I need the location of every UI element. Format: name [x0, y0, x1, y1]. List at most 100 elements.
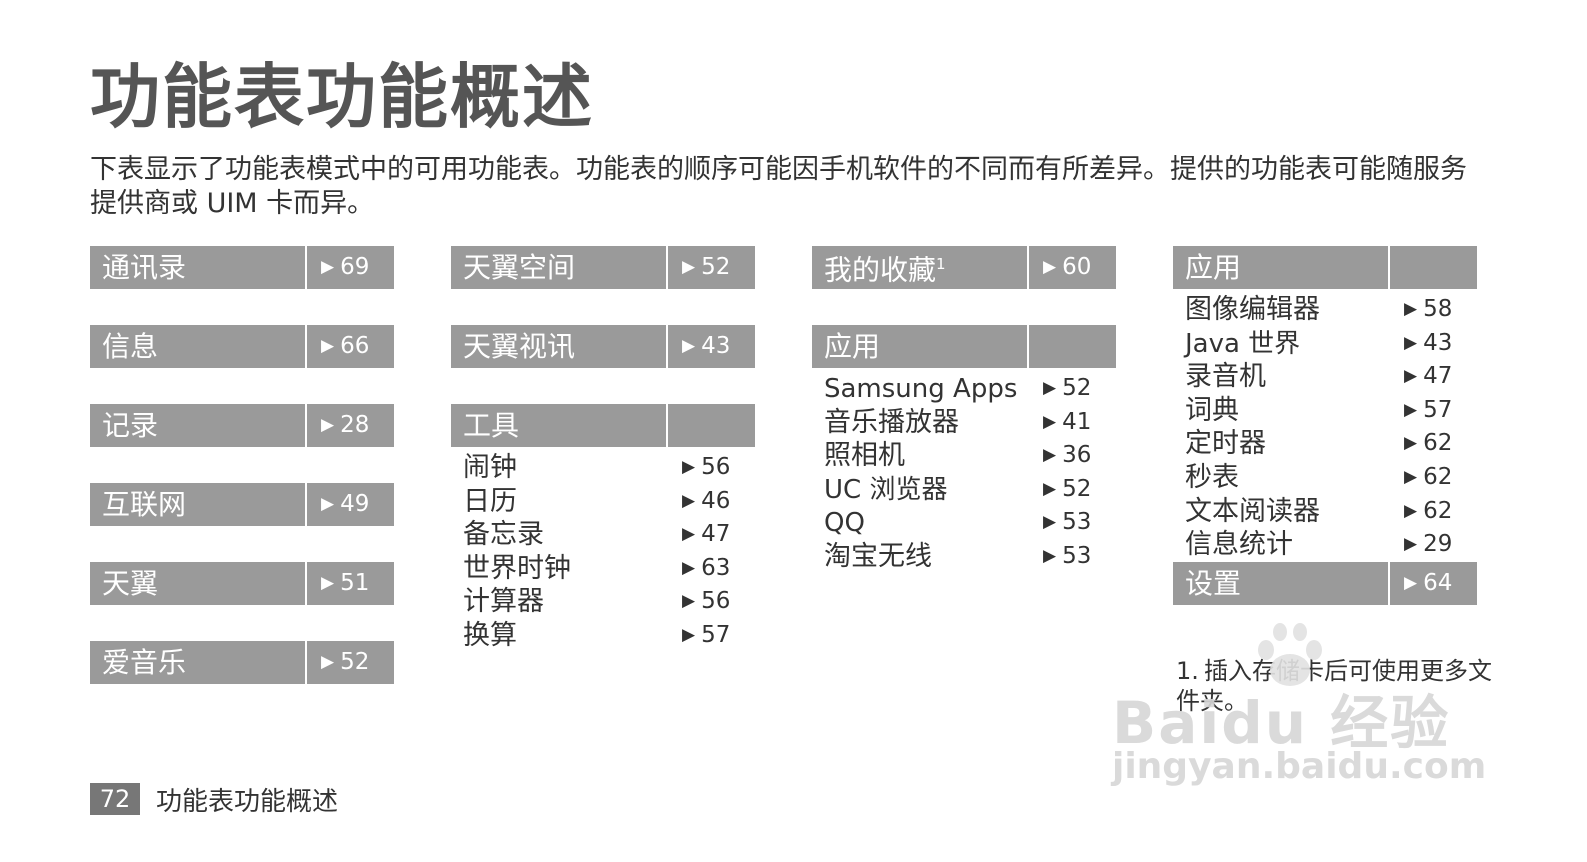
menu-header-page: ▶43	[682, 325, 730, 368]
footnote-marker: 1	[936, 255, 946, 274]
header-divider	[305, 562, 307, 605]
paw-logo-icon	[1258, 623, 1322, 686]
submenu-item: 词典▶57	[1185, 394, 1477, 428]
arrow-right-icon: ▶	[1404, 534, 1418, 555]
menu-header-text: 天翼	[102, 567, 159, 600]
arrow-right-icon: ▶	[682, 557, 696, 578]
header-divider	[305, 404, 307, 447]
menu-header: 天翼空间 ▶52	[451, 246, 755, 289]
arrow-right-icon: ▶	[682, 524, 696, 545]
submenu-item-label: 闹钟	[463, 452, 517, 483]
menu-header-text: 工具	[463, 409, 520, 442]
arrow-right-icon: ▶	[321, 336, 335, 356]
spacer	[90, 526, 394, 562]
menu-header-page: ▶52	[682, 246, 730, 289]
submenu-item-page: ▶41	[1043, 406, 1091, 440]
footnote: 1.插入存储卡后可使用更多文件夹。	[1176, 656, 1496, 716]
header-divider	[305, 246, 307, 289]
menu-header-label: 应用	[812, 325, 1116, 368]
arrow-right-icon: ▶	[1043, 545, 1057, 566]
menu-header-page: ▶69	[321, 246, 369, 289]
submenu-item-page: ▶56	[682, 451, 730, 485]
page-ref: 58	[1423, 296, 1453, 322]
header-divider	[666, 246, 668, 289]
submenu-item-page: ▶57	[1404, 394, 1452, 428]
menu-header: 我的收藏1▶60	[812, 246, 1116, 289]
submenu-item-page: ▶53	[1043, 506, 1091, 540]
submenu-item-page: ▶47	[1404, 360, 1452, 394]
menu-header: 爱音乐▶52	[90, 641, 394, 684]
page-ref: 64	[1423, 569, 1453, 596]
header-divider	[666, 404, 668, 447]
menu-header: 信息▶66	[90, 325, 394, 368]
menu-header-label: 天翼	[90, 562, 394, 605]
arrow-right-icon: ▶	[682, 490, 696, 511]
page-footer: 72 功能表功能概述	[90, 783, 339, 817]
submenu-item-label: 备忘录	[463, 519, 544, 551]
menu-header-text: 天翼空间	[463, 251, 576, 284]
arrow-right-icon: ▶	[1043, 411, 1057, 432]
arrow-right-icon: ▶	[1043, 445, 1057, 466]
page-ref: 43	[1423, 329, 1453, 356]
menu-header-label: 应用	[1173, 246, 1477, 289]
arrow-right-icon: ▶	[682, 457, 696, 477]
spacer	[90, 289, 394, 325]
menu-header-text: 记录	[102, 409, 159, 442]
menu-header-text: 设置	[1185, 566, 1242, 600]
menu-header-page: ▶66	[321, 325, 369, 368]
menu-header-text: 通讯录	[102, 251, 187, 284]
menu-header: 天翼视讯▶43	[451, 325, 755, 368]
footnote-number: 1.	[1176, 657, 1199, 685]
submenu-item-label: Samsung Apps	[824, 374, 1018, 404]
arrow-right-icon: ▶	[1404, 572, 1418, 593]
submenu-item: 备忘录 ▶47	[463, 518, 755, 552]
page-ref: 51	[340, 570, 370, 596]
page-ref: 47	[1423, 363, 1453, 390]
arrow-right-icon: ▶	[682, 591, 696, 612]
submenu-item-label: 日历	[463, 485, 517, 517]
menu-header-label: 信息	[90, 325, 394, 368]
submenu-item: 换算▶57	[463, 619, 755, 653]
page-ref: 57	[1423, 396, 1453, 423]
page-ref: 47	[701, 521, 731, 548]
footer-title: 功能表功能概述	[156, 786, 339, 817]
menu-header-label: 记录	[90, 404, 394, 447]
submenu-item-page: ▶36	[1043, 439, 1091, 473]
page-ref: 56	[701, 588, 731, 615]
arrow-right-icon: ▶	[1043, 378, 1057, 398]
page-ref: 62	[1423, 463, 1453, 490]
submenu-item: 音乐播放器 ▶41	[824, 406, 1116, 440]
submenu-item: 录音机▶47	[1185, 360, 1477, 394]
submenu-item: UC 浏览器▶52	[824, 473, 1116, 507]
page-ref: 29	[1423, 531, 1453, 558]
arrow-right-icon: ▶	[1404, 299, 1418, 319]
submenu-item-label: 音乐播放器	[824, 406, 959, 438]
menu-header: 工具	[451, 404, 755, 447]
menu-header: 设置 ▶64	[1173, 561, 1477, 605]
submenu-item-page: ▶52	[1043, 372, 1091, 406]
submenu-item: 计算器▶56	[463, 585, 755, 619]
submenu-item-label: 文本阅读器	[1185, 495, 1320, 527]
header-divider	[666, 325, 668, 368]
menu-header-label: 天翼视讯	[451, 325, 755, 368]
arrow-right-icon: ▶	[321, 415, 335, 435]
spacer	[451, 289, 755, 325]
submenu-item-page: ▶43	[1404, 327, 1452, 361]
submenu-item: 世界时钟▶63	[463, 552, 755, 586]
arrow-right-icon: ▶	[321, 494, 335, 514]
header-divider	[305, 325, 307, 368]
submenu-item: Samsung Apps ▶52	[824, 372, 1116, 406]
submenu-item-page: ▶52	[1043, 473, 1091, 507]
page-ref: 52	[1062, 475, 1092, 502]
arrow-right-icon: ▶	[1043, 478, 1057, 499]
page-ref: 43	[701, 333, 731, 359]
arrow-right-icon: ▶	[1043, 257, 1057, 277]
arrow-right-icon: ▶	[1404, 332, 1418, 353]
page-ref: 56	[701, 454, 731, 480]
page-ref: 62	[1423, 430, 1453, 457]
